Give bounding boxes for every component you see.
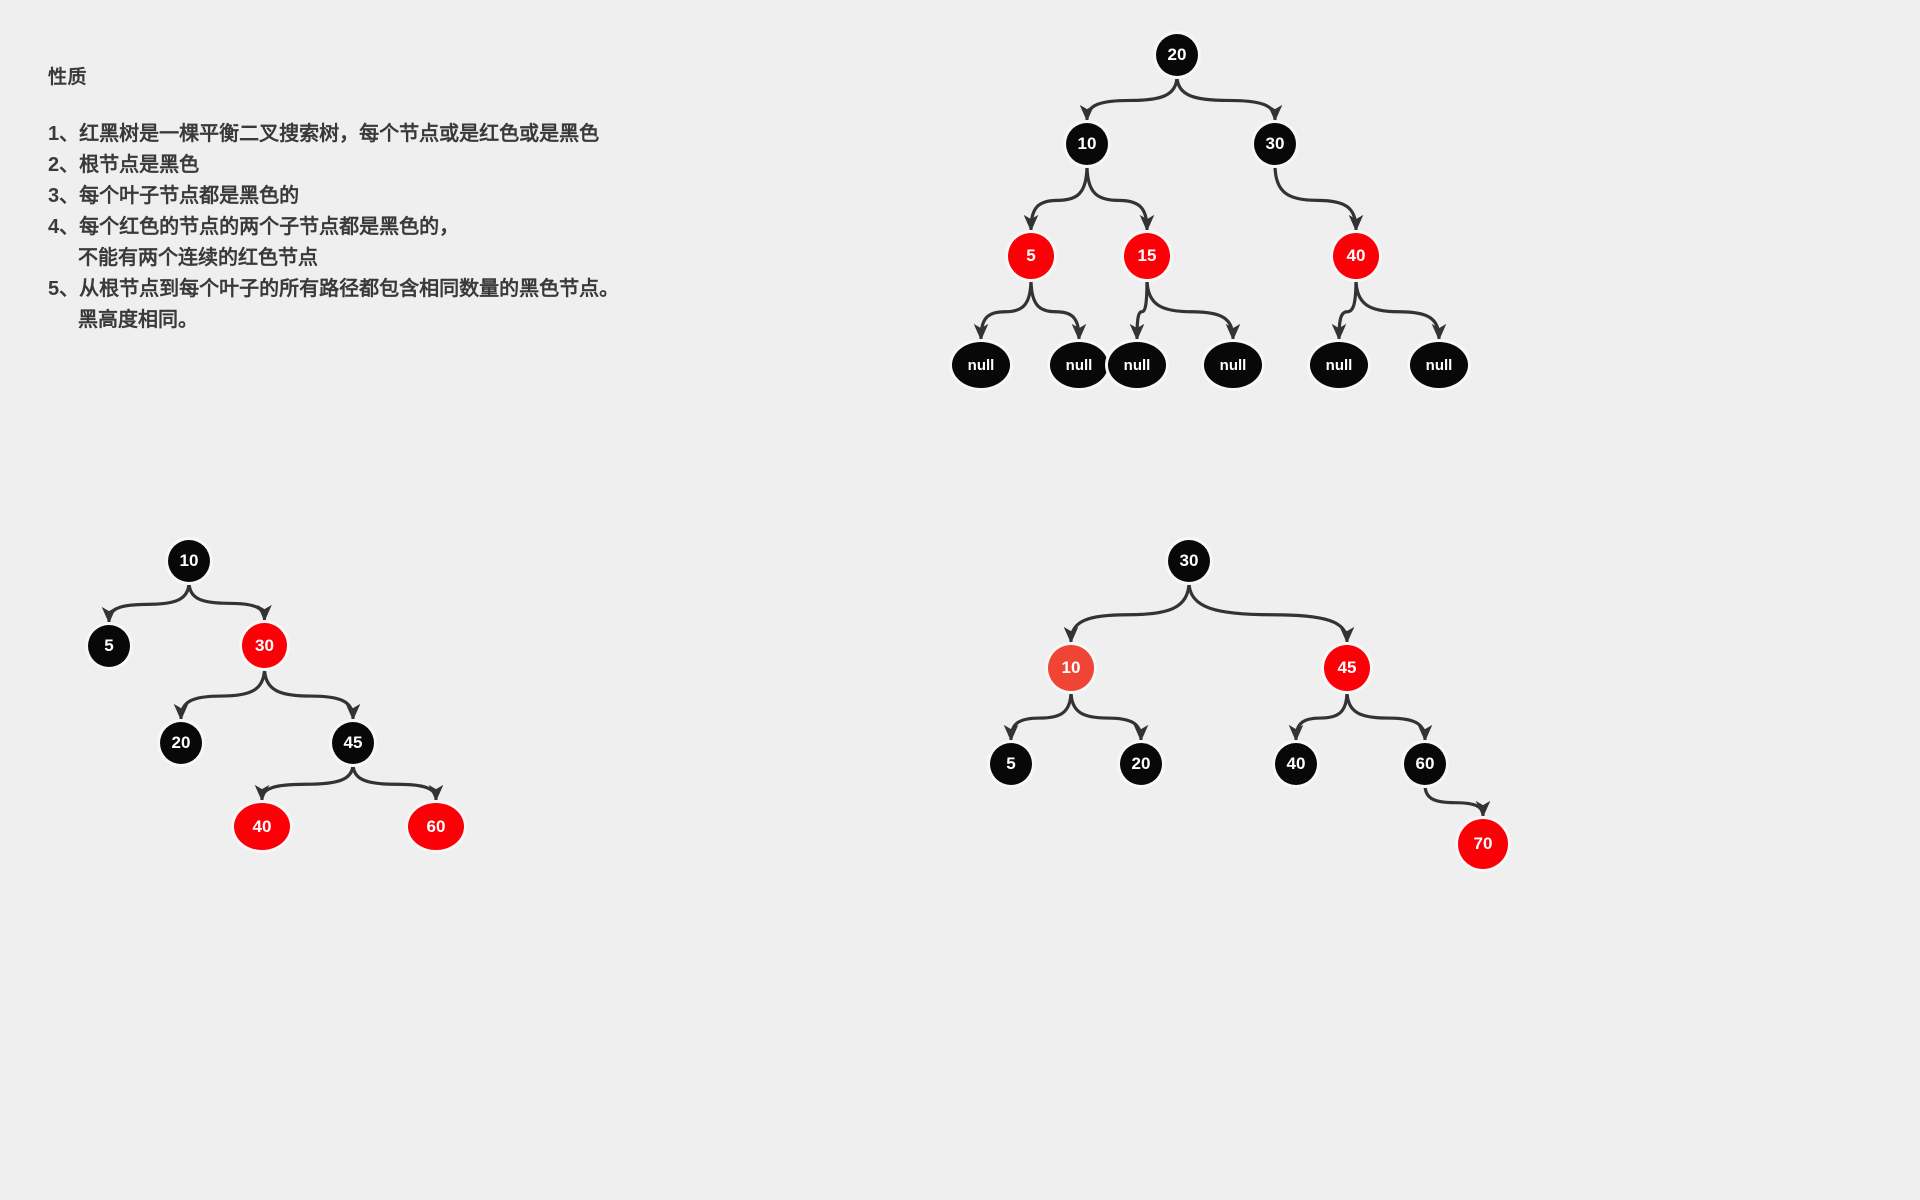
- tree-edge: [1145, 277, 1241, 341]
- tree-edge: [173, 666, 267, 721]
- tree-edge: [254, 762, 355, 802]
- property-item-4-continuation: 不能有两个连续的红色节点: [78, 247, 318, 269]
- tree-edge: [1069, 689, 1149, 742]
- tree-node[interactable]: 10: [168, 540, 210, 582]
- tree-edge: [1085, 163, 1155, 232]
- properties-panel: 性质 1、红黑树是一棵平衡二叉搜索树，每个节点或是红色或是黑色 2、根节点是黑色…: [48, 62, 808, 336]
- tree-edge: [973, 277, 1033, 341]
- tree-edge: [1288, 689, 1349, 742]
- tree-node[interactable]: 45: [332, 722, 374, 764]
- tree-node[interactable]: 30: [1254, 123, 1296, 165]
- tree-node[interactable]: 20: [1120, 743, 1162, 785]
- property-item-5-continuation: 黑高度相同。: [78, 309, 198, 331]
- tree-node[interactable]: 15: [1124, 233, 1170, 279]
- tree-edge: [1345, 689, 1433, 742]
- tree-edge: [1063, 580, 1191, 644]
- tree-node[interactable]: 60: [1404, 743, 1446, 785]
- tree-node[interactable]: 60: [408, 803, 464, 850]
- tree-node-null[interactable]: null: [1050, 342, 1108, 388]
- tree-balanced-right: 30 10 45 5 20 40 60 70: [990, 540, 1560, 900]
- property-item-3: 3、每个叶子节点都是黑色的: [48, 185, 300, 207]
- property-item-1: 1、红黑树是一棵平衡二叉搜索树，每个节点或是红色或是黑色: [48, 123, 600, 145]
- tree-node[interactable]: 30: [1168, 540, 1210, 582]
- tree-node[interactable]: 70: [1458, 819, 1508, 869]
- tree-node-null[interactable]: null: [1204, 342, 1262, 388]
- tree-edge: [1354, 277, 1447, 341]
- tree-edge: [1079, 74, 1179, 122]
- tree-edge: [1129, 277, 1149, 341]
- tree-edge: [1331, 277, 1358, 341]
- tree-edge: [1273, 163, 1364, 232]
- tree-edge: [262, 666, 361, 721]
- tree-node-null[interactable]: null: [952, 342, 1010, 388]
- tree-edge: [101, 580, 191, 624]
- tree-node[interactable]: 40: [234, 803, 290, 850]
- properties-list: 1、红黑树是一棵平衡二叉搜索树，每个节点或是红色或是黑色 2、根节点是黑色 3、…: [48, 119, 808, 336]
- tree-node[interactable]: 40: [1333, 233, 1379, 279]
- property-item-4: 4、每个红色的节点的两个子节点都是黑色的，: [48, 216, 460, 238]
- property-item-5: 5、从根节点到每个叶子的所有路径都包含相同数量的黑色节点。: [48, 278, 620, 300]
- tree-node[interactable]: 30: [242, 623, 287, 668]
- tree-node-null[interactable]: null: [1108, 342, 1166, 388]
- properties-title: 性质: [48, 67, 88, 88]
- tree-node[interactable]: 45: [1324, 645, 1370, 691]
- tree-node[interactable]: 5: [990, 743, 1032, 785]
- tree-node[interactable]: 20: [160, 722, 202, 764]
- tree-edge: [1003, 689, 1073, 742]
- tree-node[interactable]: 5: [1008, 233, 1054, 279]
- tree-edge: [351, 762, 444, 802]
- tree-node[interactable]: 10: [1048, 645, 1094, 691]
- tree-edge: [1423, 783, 1491, 818]
- tree-node-null[interactable]: null: [1410, 342, 1468, 388]
- tree-edge: [1187, 580, 1355, 644]
- tree-node[interactable]: 40: [1275, 743, 1317, 785]
- tree-node[interactable]: 5: [88, 625, 130, 667]
- tree-edge: [1175, 74, 1283, 122]
- tree-node[interactable]: 10: [1066, 123, 1108, 165]
- tree-node-null[interactable]: null: [1310, 342, 1368, 388]
- tree-unbalanced-left: 10 5 30 20 45 40 60: [40, 540, 520, 880]
- tree-node[interactable]: 20: [1156, 34, 1198, 76]
- tree-edge: [187, 580, 272, 622]
- property-item-2: 2、根节点是黑色: [48, 154, 200, 176]
- tree-edge: [1029, 277, 1087, 341]
- tree-edge: [1023, 163, 1089, 232]
